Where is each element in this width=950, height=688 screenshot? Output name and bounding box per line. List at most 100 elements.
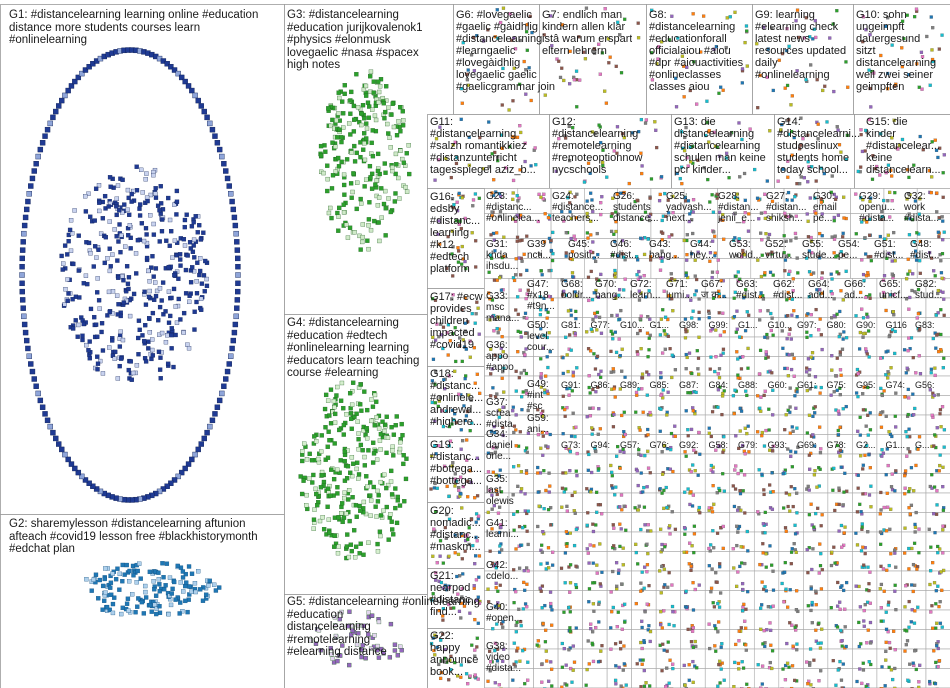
node xyxy=(663,329,666,332)
node xyxy=(807,357,810,360)
node xyxy=(914,371,917,374)
node xyxy=(738,237,741,240)
tiny-group-box xyxy=(583,591,608,611)
node xyxy=(690,252,693,255)
node xyxy=(342,193,346,197)
node xyxy=(193,581,197,585)
node xyxy=(473,69,476,72)
node xyxy=(620,494,623,497)
node xyxy=(934,139,937,142)
node xyxy=(352,144,356,148)
node xyxy=(462,41,465,44)
small-group-box xyxy=(817,239,850,259)
tiny-group-box xyxy=(828,415,853,435)
node xyxy=(571,250,574,253)
node xyxy=(716,193,719,196)
node xyxy=(573,195,576,198)
node xyxy=(883,274,886,277)
node xyxy=(618,338,621,341)
node xyxy=(656,58,659,61)
node xyxy=(767,408,770,411)
node xyxy=(342,203,346,207)
node xyxy=(784,526,787,529)
node xyxy=(494,191,497,194)
node xyxy=(614,230,617,233)
tiny-group-box xyxy=(803,435,828,455)
node xyxy=(619,450,622,453)
node xyxy=(931,140,934,143)
node xyxy=(568,394,571,397)
node xyxy=(939,308,942,311)
node xyxy=(597,43,600,46)
node xyxy=(907,388,910,391)
node xyxy=(907,349,910,352)
node xyxy=(89,307,93,311)
node xyxy=(868,218,871,221)
node xyxy=(525,372,528,375)
node xyxy=(787,118,790,121)
node xyxy=(786,84,789,87)
node xyxy=(359,409,363,413)
node xyxy=(612,544,615,547)
tiny-group-box xyxy=(754,474,779,494)
node xyxy=(764,232,767,235)
node xyxy=(69,462,74,467)
node xyxy=(460,602,463,605)
node xyxy=(907,490,910,493)
node xyxy=(817,328,820,331)
node xyxy=(943,314,946,317)
node xyxy=(375,644,379,648)
tiny-group-box xyxy=(705,610,730,630)
node xyxy=(431,555,434,558)
node xyxy=(520,335,523,338)
node xyxy=(489,372,492,375)
node xyxy=(466,410,469,413)
node xyxy=(338,128,342,132)
node xyxy=(938,147,941,150)
node xyxy=(66,277,70,281)
node xyxy=(690,372,693,375)
node xyxy=(772,445,775,448)
node xyxy=(691,145,694,148)
node xyxy=(370,187,374,191)
node xyxy=(525,472,528,475)
node xyxy=(98,578,102,582)
node xyxy=(640,387,643,390)
node xyxy=(747,425,750,428)
node xyxy=(201,599,205,603)
node xyxy=(941,277,944,280)
node xyxy=(111,572,115,576)
node xyxy=(861,492,864,495)
node xyxy=(459,676,462,679)
node xyxy=(83,194,87,198)
node xyxy=(337,428,341,432)
node xyxy=(234,306,239,311)
node xyxy=(433,486,436,489)
node xyxy=(590,426,593,429)
node xyxy=(520,408,523,411)
node xyxy=(36,391,41,396)
node xyxy=(820,167,823,170)
node xyxy=(178,601,182,605)
node xyxy=(779,128,782,131)
node xyxy=(623,191,626,194)
tiny-group-box xyxy=(803,318,828,338)
node xyxy=(235,256,240,261)
node xyxy=(393,643,397,647)
node xyxy=(740,469,743,472)
node xyxy=(192,238,196,242)
node xyxy=(589,250,592,253)
node xyxy=(543,334,546,337)
node xyxy=(618,505,621,508)
node xyxy=(772,89,775,92)
node xyxy=(641,376,644,379)
node xyxy=(442,607,445,610)
node xyxy=(746,549,749,552)
node xyxy=(472,36,475,39)
node xyxy=(319,153,323,157)
node xyxy=(771,200,774,203)
tiny-group-box xyxy=(583,454,608,474)
node xyxy=(127,196,131,200)
node xyxy=(894,415,897,418)
node xyxy=(148,330,152,334)
